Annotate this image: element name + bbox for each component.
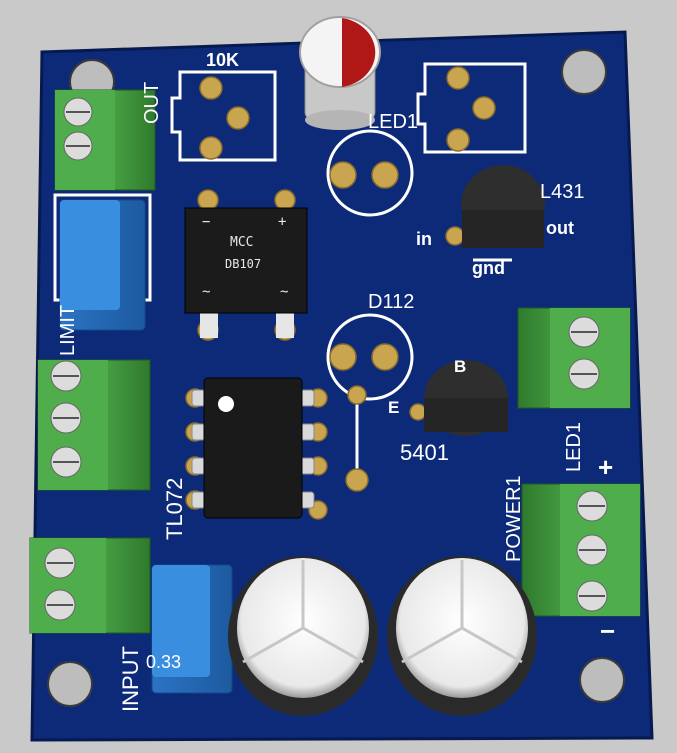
label-power: POWER1 [503, 475, 525, 562]
label-reg-in: in [416, 229, 432, 249]
label-bridge-ac-right: ~ [280, 284, 288, 300]
label-transistor-b: B [454, 357, 466, 376]
terminal-block-limit [37, 359, 151, 491]
voltage-regulator [461, 165, 545, 248]
label-reg-gnd: gnd [472, 258, 505, 278]
mounting-hole [561, 49, 607, 95]
electrolytic-capacitor-left [228, 556, 378, 716]
label-reg-out: out [546, 218, 574, 238]
label-pot-10k: 10K [206, 50, 239, 70]
label-bridge-part: DB107 [225, 257, 261, 271]
label-regulator: L431 [540, 181, 585, 203]
terminal-block-input [29, 537, 151, 634]
mounting-holes [47, 49, 625, 707]
film-capacitor-input [151, 564, 233, 694]
label-bridge-ac-left: ~ [202, 284, 210, 300]
label-diode: D112 [368, 291, 414, 313]
label-power-plus: + [598, 452, 613, 482]
label-out: OUT [141, 82, 163, 124]
label-opamp: TL072 [162, 478, 187, 540]
label-input-sub: 0.33 [146, 652, 181, 672]
film-capacitor-limit [59, 199, 146, 331]
transistor [424, 360, 508, 436]
label-bridge-minus: − [202, 214, 210, 230]
label-led-top: LED1 [368, 111, 418, 133]
terminal-block-power [521, 483, 641, 617]
label-limit: LIMIT [57, 305, 79, 356]
electrolytic-capacitor-right [387, 556, 537, 716]
smd-electrolytic-capacitor [299, 16, 381, 130]
opamp-ic [191, 377, 315, 519]
mounting-hole [47, 661, 93, 707]
mounting-hole [579, 657, 625, 703]
label-transistor-part: 5401 [400, 440, 449, 465]
label-input: INPUT [118, 646, 143, 712]
bridge-rectifier [184, 207, 308, 338]
label-bridge-brand: MCC [230, 235, 253, 250]
label-led-right: LED1 [563, 422, 585, 472]
label-bridge-plus: + [278, 214, 286, 230]
terminal-block-out [54, 89, 156, 191]
label-transistor-e: E [388, 398, 399, 417]
label-power-minus: − [600, 616, 615, 646]
terminal-block-led [517, 307, 631, 409]
